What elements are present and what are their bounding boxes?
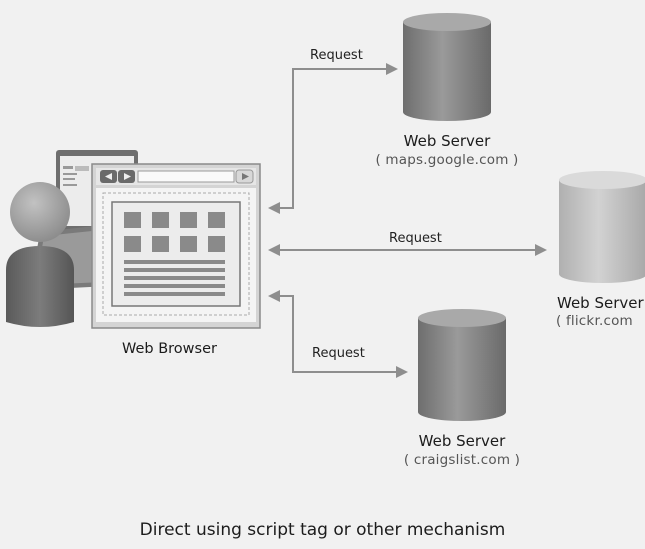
arrowhead-icon — [268, 244, 280, 256]
arrowhead-icon — [386, 63, 398, 75]
database-cylinder-icon — [403, 13, 491, 121]
database-cylinder-icon — [418, 309, 506, 421]
server-name-flickr: Web Server — [557, 294, 644, 312]
server-name-maps: Web Server — [403, 132, 491, 150]
browser-window-icon — [91, 163, 261, 329]
arrowhead-icon — [268, 290, 280, 302]
server-host-maps: ( maps.google.com ) — [375, 152, 519, 168]
diagram-caption: Direct using script tag or other mechani… — [139, 520, 506, 540]
arrow-to-craigslist — [278, 295, 398, 373]
arrow-to-maps — [278, 68, 388, 209]
server-name-craigslist: Web Server — [418, 432, 506, 450]
server-host-craigslist: ( craigslist.com ) — [403, 452, 521, 468]
request-label-craigslist: Request — [312, 346, 365, 361]
user-icon — [6, 182, 74, 327]
arrowhead-icon — [396, 366, 408, 378]
request-label-flickr: Request — [389, 231, 442, 246]
arrowhead-icon — [535, 244, 547, 256]
server-host-flickr: ( flickr.com — [556, 313, 633, 329]
arrowhead-icon — [268, 202, 280, 214]
database-cylinder-icon — [559, 171, 645, 283]
browser-label: Web Browser — [122, 341, 217, 357]
request-label-maps: Request — [310, 48, 363, 63]
